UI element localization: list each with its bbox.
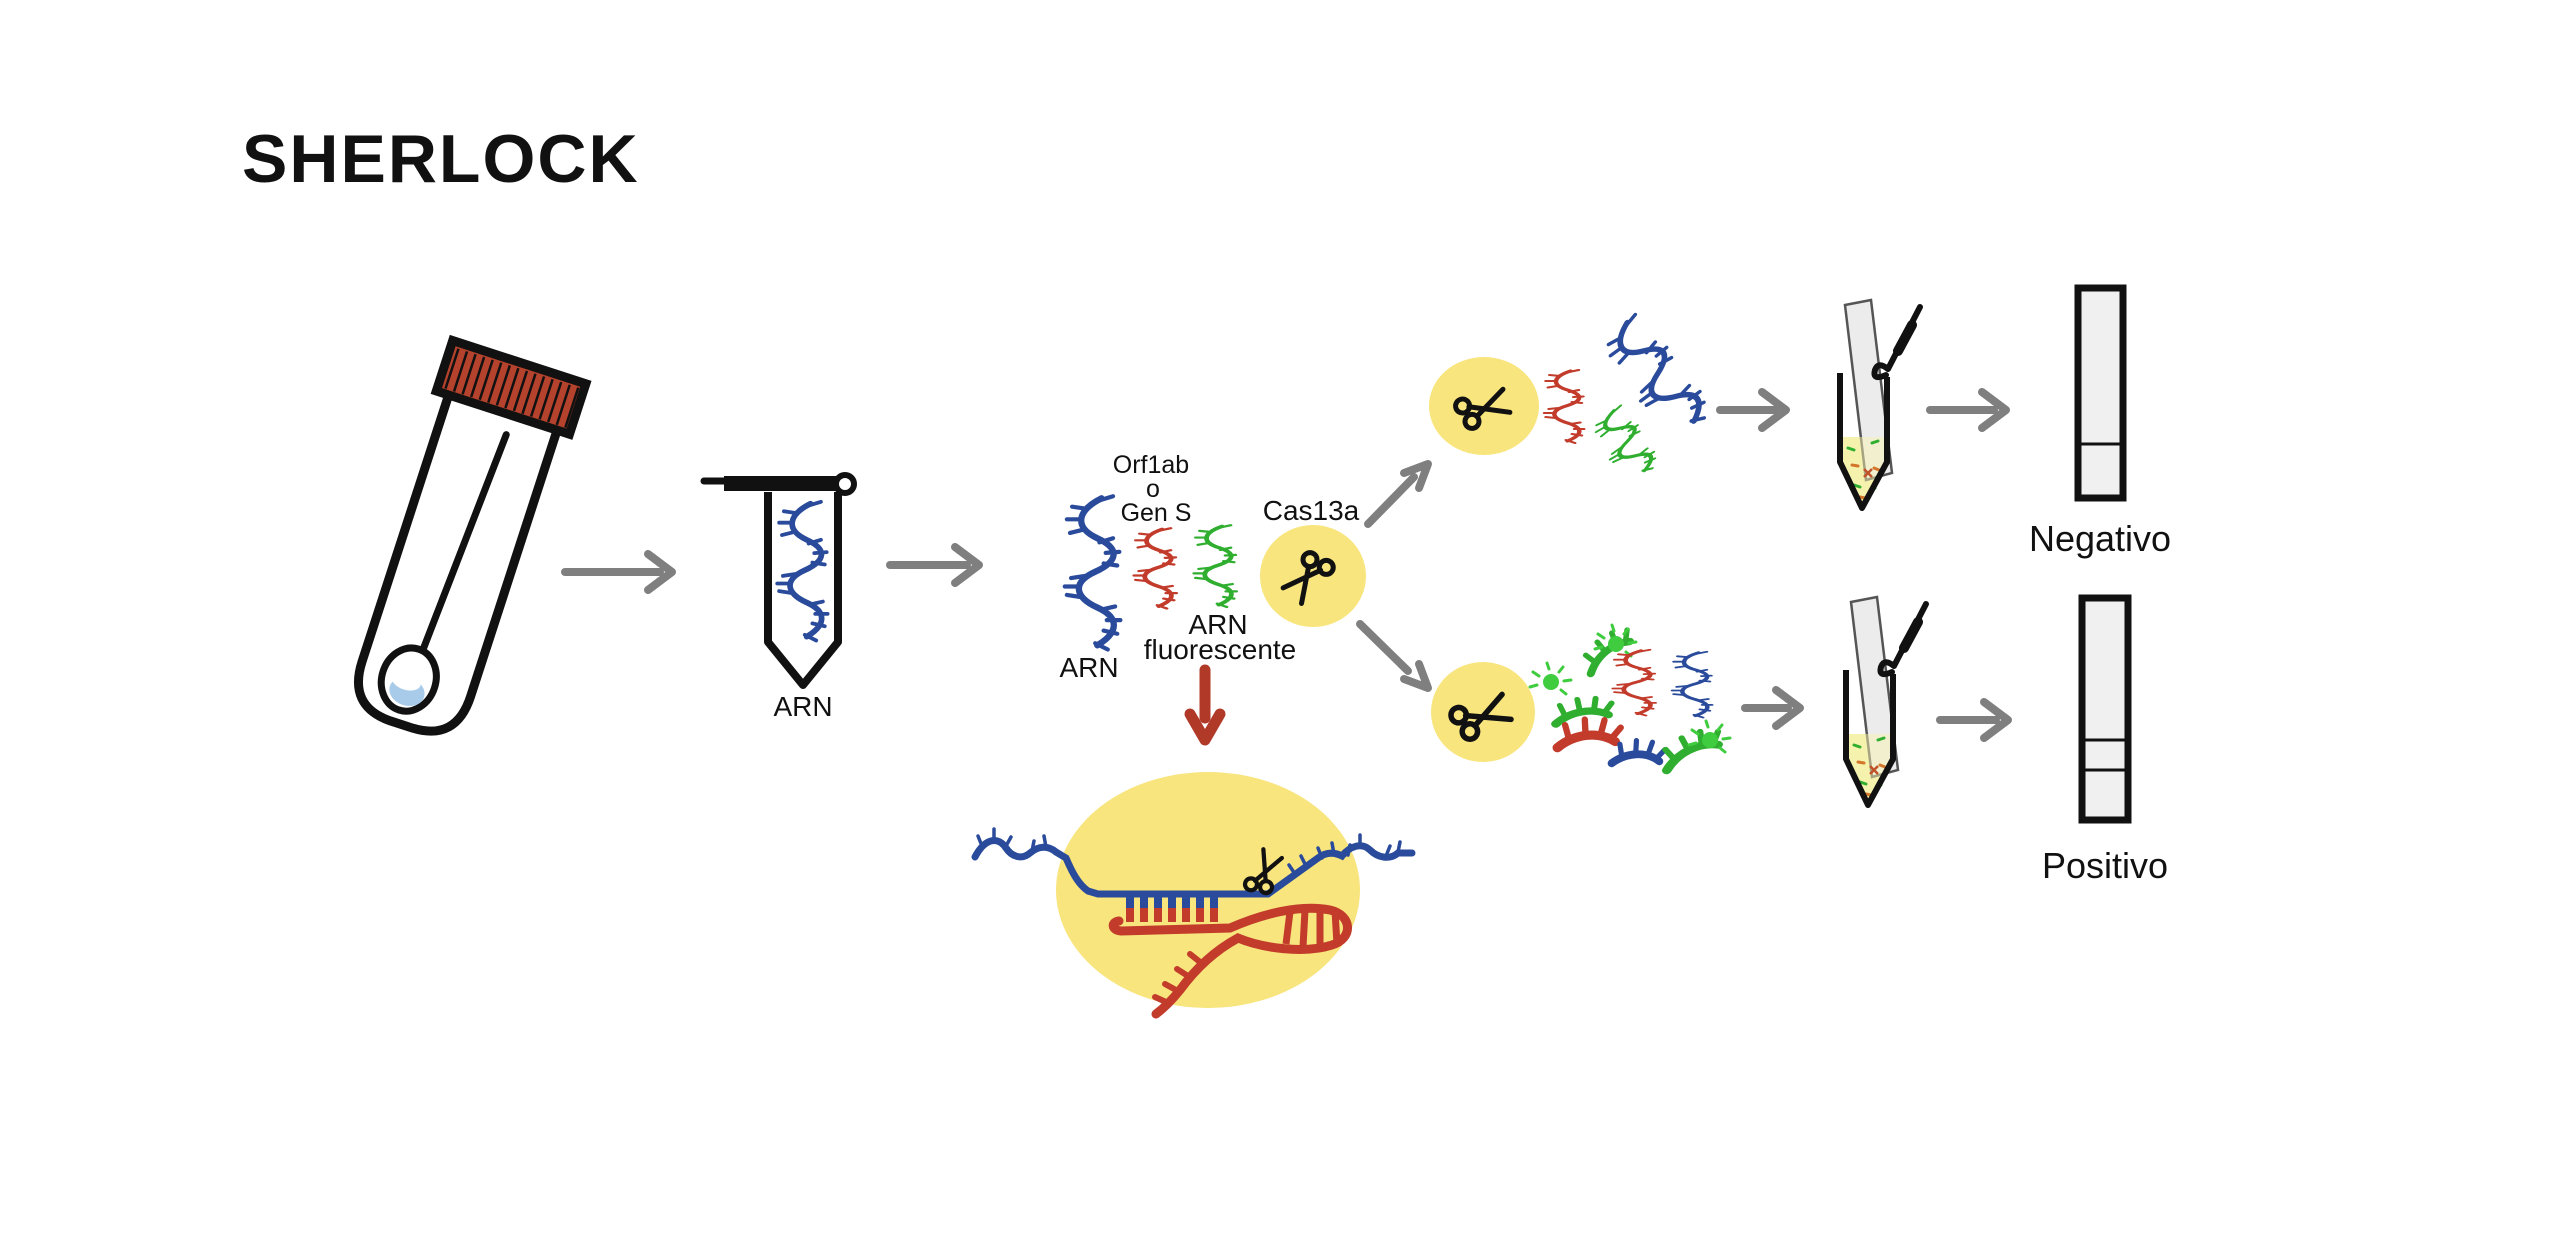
- arrow-icon: [1716, 388, 1790, 432]
- lateral-flow-tube-icon: [1840, 300, 1920, 508]
- arrow-icon: [561, 550, 676, 594]
- page-title: SHERLOCK: [242, 121, 640, 197]
- test-strip-negative-icon: [2074, 284, 2127, 502]
- rna-strand-green-icon: [1194, 525, 1236, 607]
- rna-strand-red-icon: [1544, 370, 1584, 443]
- swab-sample-tube-icon: [354, 334, 592, 736]
- test-strip-positive-icon: [2078, 594, 2132, 824]
- positive-result-label: Positivo: [2042, 845, 2168, 886]
- rna-fragment-blue-icon: [1612, 732, 1666, 779]
- gene-label-line1: Orf1ab: [1113, 451, 1189, 479]
- crrna-red: [1108, 903, 1352, 1019]
- arn-fluorescente-label-line2: fluorescente: [1144, 634, 1297, 665]
- negative-result-label: Negativo: [2029, 518, 2171, 559]
- glow-dot-icon: [1528, 661, 1573, 696]
- lateral-flow-tube-icon: [1846, 597, 1926, 805]
- rna-strand-red-icon: [1134, 528, 1176, 608]
- arn-fluorescente-label-line1: ARN: [1188, 609, 1247, 640]
- arrow-icon: [1741, 686, 1804, 730]
- rna-fragment-blue-icon: [1672, 652, 1712, 718]
- rna-strand-blue-icon: [1598, 311, 1714, 443]
- rna-fragment-green-icon: [1580, 628, 1637, 674]
- microcentrifuge-tube-icon: [700, 472, 857, 689]
- rna-fragment-red-icon: [1613, 650, 1655, 716]
- cas13a-label: Cas13a: [1263, 495, 1360, 526]
- arrow-icon: [886, 543, 983, 587]
- cas13a-recognition-complex: [971, 772, 1416, 1019]
- gene-label-line3: Gen S: [1121, 499, 1192, 527]
- arrow-icon: [1926, 388, 2010, 432]
- rna-strand-green-icon: [1590, 403, 1661, 484]
- cas13a-enzyme: [1260, 525, 1366, 627]
- arrow-icon: [1356, 620, 1432, 692]
- positive-reaction: [1431, 625, 1732, 779]
- arrow-icon: [1364, 460, 1432, 528]
- gene-label-line2: o: [1146, 475, 1160, 503]
- target-rna-blue: [971, 837, 1416, 898]
- arrow-icon: [1936, 698, 2012, 742]
- negative-reaction: [1429, 311, 1714, 485]
- arn-label: ARN: [1059, 652, 1118, 683]
- reaction-arrow-icon: [1184, 664, 1226, 746]
- rna-strand-blue-icon: [1065, 496, 1121, 649]
- arn-tube-label: ARN: [773, 691, 832, 722]
